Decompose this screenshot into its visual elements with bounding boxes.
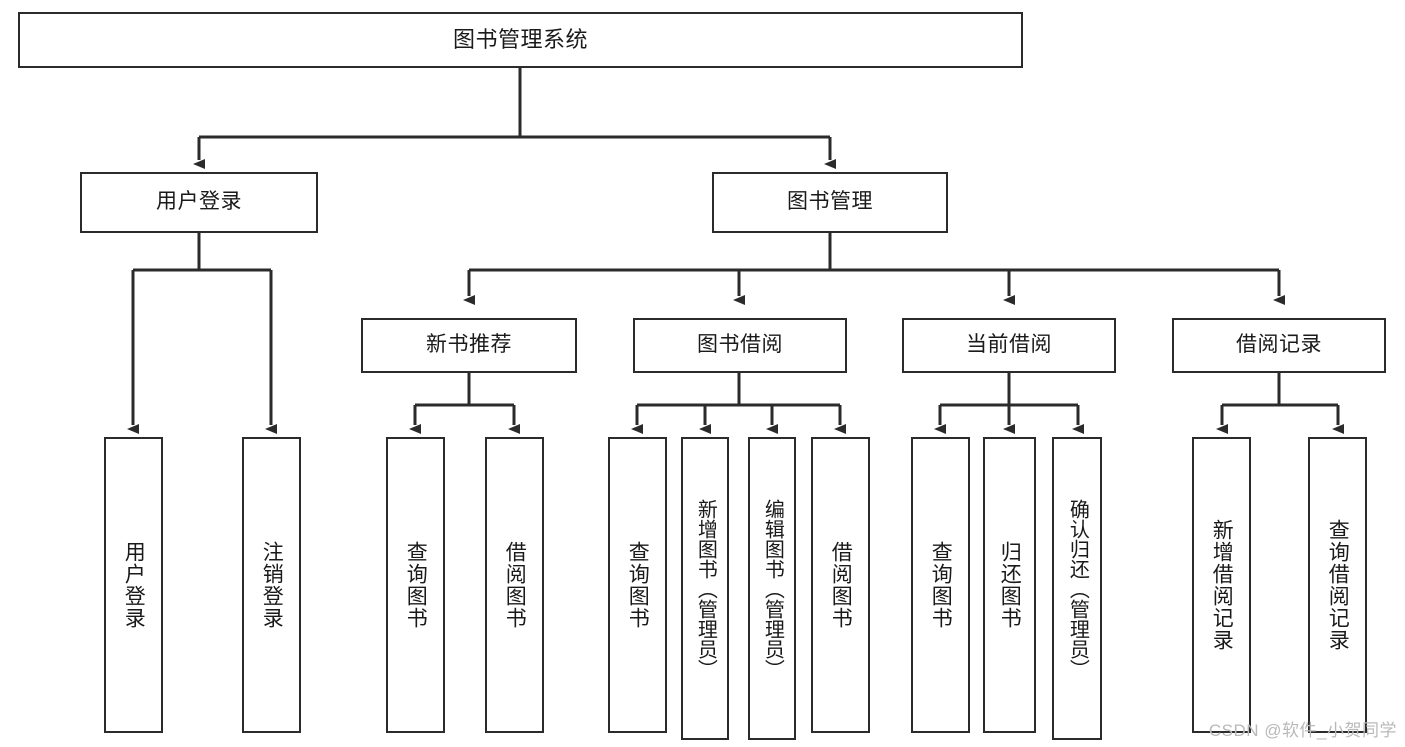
node-leaf-query-books-borrow[interactable]: 查询图书 [608, 437, 667, 733]
node-book-management[interactable]: 图书管理 [712, 172, 948, 233]
node-leaf-confirm-return-admin[interactable]: 确认归还（管理员） [1052, 437, 1102, 740]
node-label: 新增图书（管理员） [694, 498, 717, 679]
node-leaf-user-login[interactable]: 用户登录 [104, 437, 163, 733]
node-book-borrowing[interactable]: 图书借阅 [633, 318, 847, 373]
node-label: 借阅图书 [829, 541, 853, 629]
node-label: 用户登录 [156, 190, 242, 214]
node-leaf-query-books-current[interactable]: 查询图书 [911, 437, 970, 733]
node-label: 确认归还（管理员） [1066, 498, 1089, 679]
node-leaf-add-borrow-record[interactable]: 新增借阅记录 [1192, 437, 1251, 733]
node-label: 归还图书 [998, 541, 1022, 629]
node-label: 图书管理系统 [452, 27, 588, 53]
node-current-borrowing[interactable]: 当前借阅 [902, 318, 1116, 373]
node-label: 编辑图书（管理员） [761, 498, 784, 679]
node-new-book-recommendation[interactable]: 新书推荐 [361, 318, 577, 373]
node-label: 图书借阅 [697, 333, 783, 357]
node-leaf-query-books-recommend[interactable]: 查询图书 [386, 437, 445, 733]
node-label: 查询图书 [929, 541, 953, 629]
node-leaf-add-book-admin[interactable]: 新增图书（管理员） [681, 437, 729, 740]
node-leaf-return-books[interactable]: 归还图书 [983, 437, 1036, 733]
node-leaf-edit-book-admin[interactable]: 编辑图书（管理员） [748, 437, 796, 740]
node-label: 借阅记录 [1236, 333, 1322, 357]
node-label: 图书管理 [787, 190, 873, 214]
node-borrowing-record[interactable]: 借阅记录 [1172, 318, 1386, 373]
node-label: 当前借阅 [966, 333, 1052, 357]
node-label: 新增借阅记录 [1210, 519, 1234, 651]
node-label: 借阅图书 [503, 541, 527, 629]
node-leaf-logout-login[interactable]: 注销登录 [242, 437, 301, 733]
node-leaf-query-borrow-record[interactable]: 查询借阅记录 [1308, 437, 1367, 733]
node-label: 查询借阅记录 [1326, 519, 1350, 651]
node-leaf-borrow-books[interactable]: 借阅图书 [811, 437, 870, 733]
node-label: 用户登录 [122, 541, 146, 629]
node-label: 新书推荐 [426, 333, 512, 357]
csdn-watermark: CSDN @软件_小贺同学 [1208, 721, 1397, 740]
node-label: 查询图书 [626, 541, 650, 629]
node-user-login[interactable]: 用户登录 [80, 172, 318, 233]
node-label: 查询图书 [404, 541, 428, 629]
node-root-book-management-system[interactable]: 图书管理系统 [18, 12, 1023, 68]
node-leaf-borrow-books-recommend[interactable]: 借阅图书 [485, 437, 544, 733]
node-label: 注销登录 [260, 541, 284, 629]
